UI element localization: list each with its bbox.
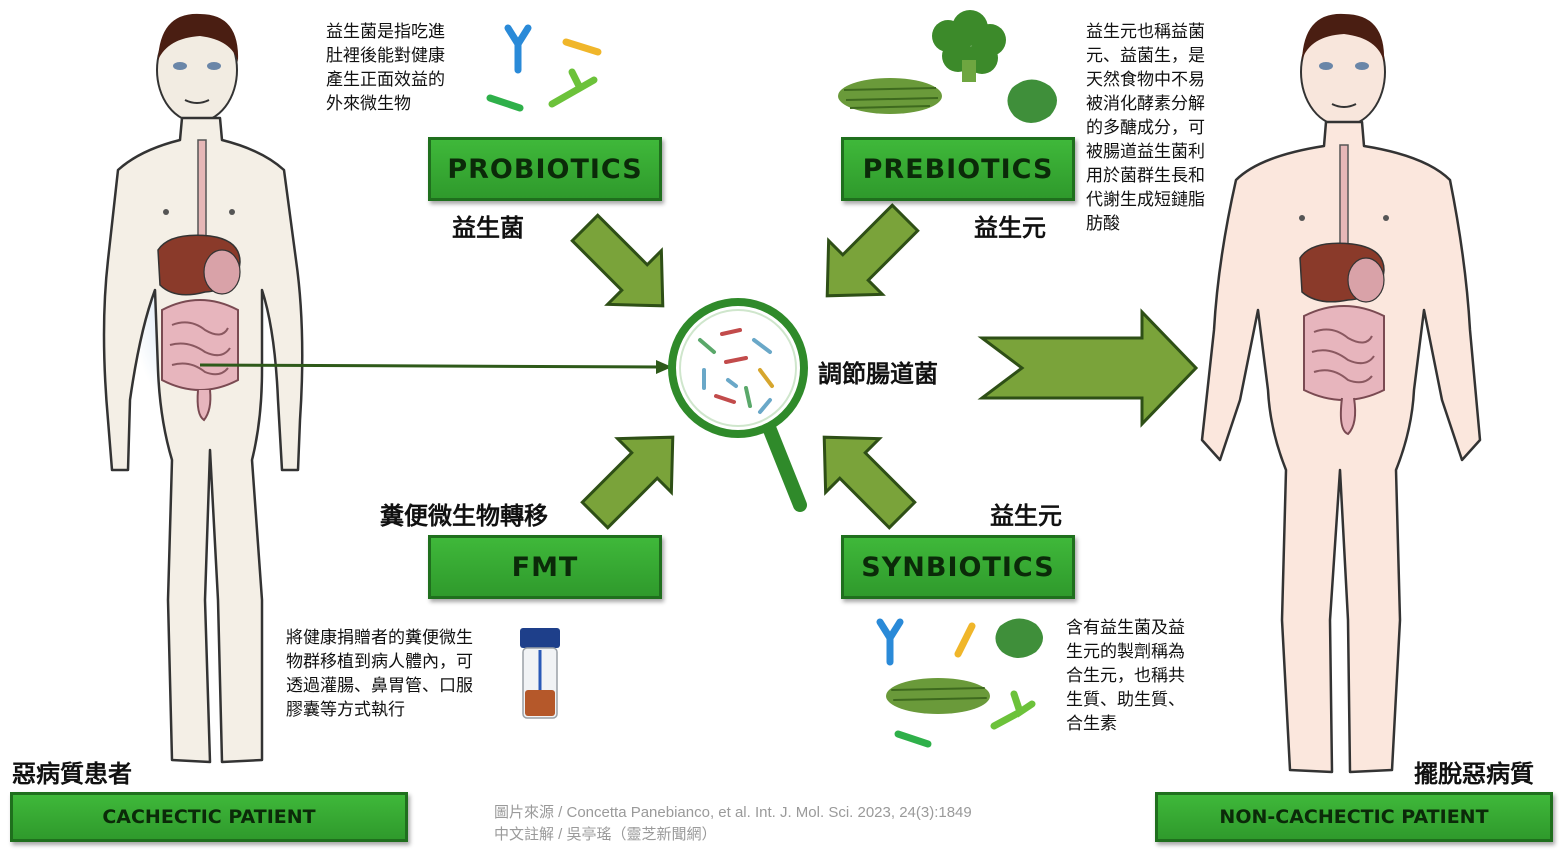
non-cachectic-patient-box: NON-CACHECTIC PATIENT: [1155, 792, 1553, 842]
cachectic-body-figure: [102, 13, 304, 764]
synbiotic-mix-icon: [876, 618, 1043, 748]
magnifier-icon: [668, 298, 808, 512]
synbiotics-note-line: 合生素: [1066, 714, 1117, 734]
prebiotics-box-label: PREBIOTICS: [862, 153, 1054, 185]
gut-to-lens-arrow: [199, 363, 661, 369]
probiotics-note-line: 外來微生物: [326, 94, 411, 114]
synbiotics-note-line: 生元的製劑稱為: [1066, 642, 1185, 662]
synbiotics-note-line: 合生元，也稱共: [1066, 666, 1185, 686]
prebiotics-note-line: 被消化酵素分解: [1086, 94, 1205, 114]
right-patient-label: 擺脫惡病質: [1414, 760, 1534, 788]
synbiotics-arrow: [822, 435, 917, 530]
prebiotics-note-line: 元、益菌生，是: [1086, 46, 1205, 66]
prebiotics-note-line: 的多醣成分，可: [1086, 118, 1205, 138]
non-cachectic-patient-label: NON-CACHECTIC PATIENT: [1219, 806, 1489, 828]
prebiotics-note-line: 代謝生成短鏈脂: [1086, 190, 1205, 210]
prebiotics-note-line: 用於菌群生長和: [1086, 166, 1205, 186]
probiotics-cn-label: 益生菌: [452, 214, 524, 242]
probiotics-box-label: PROBIOTICS: [447, 153, 643, 185]
probiotics-arrow: [570, 213, 665, 308]
fmt-note-line: 物群移植到病人體內，可: [286, 652, 473, 672]
image-credit: 圖片來源 / Concetta Panebianco, et al. Int. …: [494, 802, 972, 846]
synbiotics-note-line: 含有益生菌及益: [1066, 618, 1185, 638]
fmt-box: FMT: [428, 535, 662, 599]
synbiotics-box-label: SYNBIOTICS: [861, 551, 1055, 583]
cachectic-patient-box: CACHECTIC PATIENT: [10, 792, 408, 842]
prebiotics-note: 益生元也稱益菌 元、益菌生，是 天然食物中不易 被消化酵素分解 的多醣成分，可 …: [1086, 20, 1205, 236]
probiotics-box: PROBIOTICS: [428, 137, 662, 201]
probiotics-note: 益生菌是指吃進 肚裡後能對健康 產生正面效益的 外來微生物: [326, 20, 445, 116]
prebiotic-foods-icon: [838, 10, 1057, 123]
fmt-arrow: [580, 435, 675, 530]
prebiotics-arrow: [825, 203, 920, 298]
probiotics-note-line: 肚裡後能對健康: [326, 46, 445, 66]
cachectic-patient-label: CACHECTIC PATIENT: [102, 806, 316, 828]
non-cachectic-body-figure: [1200, 13, 1482, 774]
probiotics-note-line: 益生菌是指吃進: [326, 22, 445, 42]
fmt-tube-icon: [520, 628, 560, 719]
prebiotics-cn-label: 益生元: [974, 214, 1046, 242]
synbiotics-box: SYNBIOTICS: [841, 535, 1075, 599]
fmt-note-line: 透過灌腸、鼻胃管、口服: [286, 676, 473, 696]
probiotics-note-line: 產生正面效益的: [326, 70, 445, 90]
fmt-note-line: 膠囊等方式執行: [286, 700, 405, 720]
fmt-cn-label: 糞便微生物轉移: [380, 502, 548, 530]
synbiotics-note: 含有益生菌及益 生元的製劑稱為 合生元，也稱共 生質、助生質、 合生素: [1066, 616, 1185, 736]
fmt-note-line: 將健康捐贈者的糞便微生: [286, 628, 473, 648]
prebiotics-note-line: 被腸道益生菌利: [1086, 142, 1205, 162]
probiotic-microbes-icon: [486, 24, 602, 112]
prebiotics-note-line: 天然食物中不易: [1086, 70, 1205, 90]
fmt-note: 將健康捐贈者的糞便微生 物群移植到病人體內，可 透過灌腸、鼻胃管、口服 膠囊等方…: [286, 626, 473, 722]
prebiotics-note-line: 肪酸: [1086, 214, 1120, 234]
credit-annotation-line: 中文註解 / 吳亭瑤（靈芝新聞網）: [494, 826, 717, 843]
synbiotics-cn-label: 益生元: [990, 502, 1062, 530]
prebiotics-box: PREBIOTICS: [841, 137, 1075, 201]
left-patient-label: 惡病質患者: [12, 760, 132, 788]
fmt-box-label: FMT: [511, 551, 579, 583]
outcome-arrow: [977, 308, 1199, 428]
center-label: 調節腸道菌: [818, 360, 938, 388]
synbiotics-note-line: 生質、助生質、: [1066, 690, 1185, 710]
prebiotics-note-line: 益生元也稱益菌: [1086, 22, 1205, 42]
credit-source-line: 圖片來源 / Concetta Panebianco, et al. Int. …: [494, 804, 972, 821]
